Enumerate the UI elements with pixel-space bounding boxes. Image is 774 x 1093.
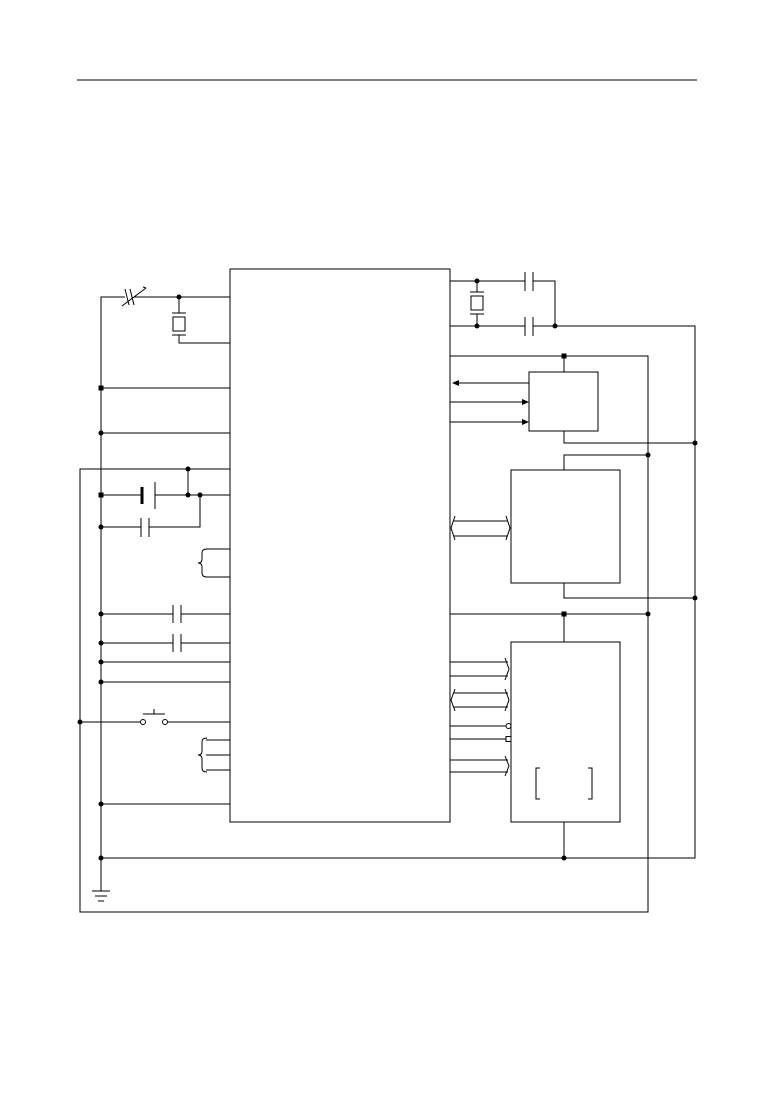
arrow-right-icon [522, 419, 529, 425]
wire-top-block-ground [563, 431, 695, 444]
junction-dot [98, 430, 104, 436]
wire-middle-block-ground [563, 583, 695, 599]
junction-dot [474, 323, 480, 329]
junction-dot [185, 492, 191, 498]
junction-dot [98, 524, 104, 530]
bus-bidirectional [450, 515, 511, 541]
wire-supply-middle-block [563, 454, 648, 470]
bus-output-1 [450, 657, 510, 681]
arrow-right-icon [522, 399, 529, 405]
inner-bracket [535, 767, 593, 800]
arrow-left-icon [452, 380, 459, 386]
bus-output-2 [450, 755, 510, 777]
battery [101, 469, 230, 509]
inversion-square-icon [505, 736, 512, 742]
junction-square [98, 492, 104, 498]
pin-brace-upper [197, 548, 230, 578]
block-top-right [528, 371, 599, 432]
ground-bus [101, 325, 696, 859]
block-bottom-right [510, 641, 621, 823]
junction-dot [98, 611, 104, 617]
decoupling-capacitor [101, 495, 201, 537]
junction-dot [692, 595, 698, 601]
bus-bidirectional-2 [450, 688, 510, 712]
main-ic-block [229, 268, 451, 823]
junction-dot [98, 640, 104, 646]
junction-dot [552, 323, 558, 329]
junction-square [98, 385, 104, 391]
outer-return-loop [79, 355, 649, 913]
left-crystal [172, 297, 230, 344]
block-middle-right [510, 469, 621, 584]
pin-brace-lower [197, 737, 230, 773]
inversion-bubble-icon [505, 723, 512, 729]
junction-dot [98, 801, 104, 807]
junction-dot [474, 278, 480, 284]
junction-dot [98, 679, 104, 685]
junction-dot [645, 452, 651, 458]
junction-dot [645, 611, 651, 617]
junction-dot [692, 440, 698, 446]
push-button-switch [80, 709, 230, 725]
junction-dot [77, 719, 83, 725]
capacitor-pair [101, 605, 230, 652]
right-crystal [450, 272, 556, 336]
junction-dot [98, 659, 104, 665]
left-ground-rail [100, 296, 125, 858]
ground-icon [92, 858, 110, 902]
